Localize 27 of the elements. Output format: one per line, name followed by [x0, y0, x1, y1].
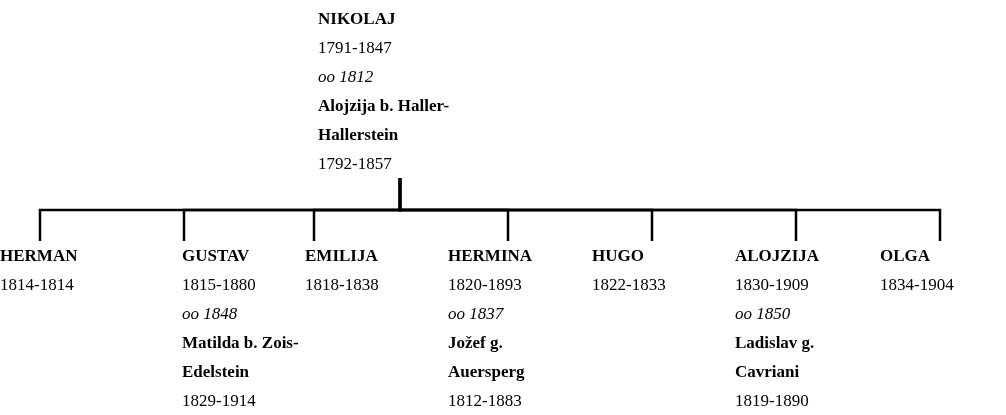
person-name: ALOJZIJA: [735, 245, 821, 267]
spouse-name: Matilda b. Zois-Edelstein: [182, 332, 300, 383]
connector-line: [398, 178, 942, 241]
life-dates: 1829-1914: [182, 390, 257, 412]
marriage-year: oo 1848: [182, 303, 239, 325]
life-dates: 1791-1847: [318, 37, 393, 59]
life-dates: 1819-1890: [735, 390, 810, 412]
marriage-year: oo 1812: [318, 66, 375, 88]
marriage-year: oo 1850: [735, 303, 792, 325]
life-dates: 1830-1909: [735, 274, 810, 296]
spouse-name: Ladislav g. Cavriani: [735, 332, 816, 383]
life-dates: 1834-1904: [880, 274, 955, 296]
life-dates: 1814-1814: [0, 274, 75, 296]
person-name: NIKOLAJ: [318, 8, 397, 30]
life-dates: 1792-1857: [318, 153, 393, 175]
person-name: EMILIJA: [305, 245, 379, 267]
person-name: HERMAN: [0, 245, 79, 267]
person-name: OLGA: [880, 245, 932, 267]
person-name: HUGO: [592, 245, 645, 267]
life-dates: 1812-1883: [448, 390, 523, 412]
life-dates: 1822-1833: [592, 274, 667, 296]
life-dates: 1820-1893: [448, 274, 523, 296]
spouse-name: Alojzija b. Haller-Hallerstein: [318, 95, 451, 146]
spouse-name: Jožef g. Auersperg: [448, 332, 526, 383]
person-name: HERMINA: [448, 245, 534, 267]
marriage-year: oo 1837: [448, 303, 505, 325]
life-dates: 1818-1838: [305, 274, 380, 296]
